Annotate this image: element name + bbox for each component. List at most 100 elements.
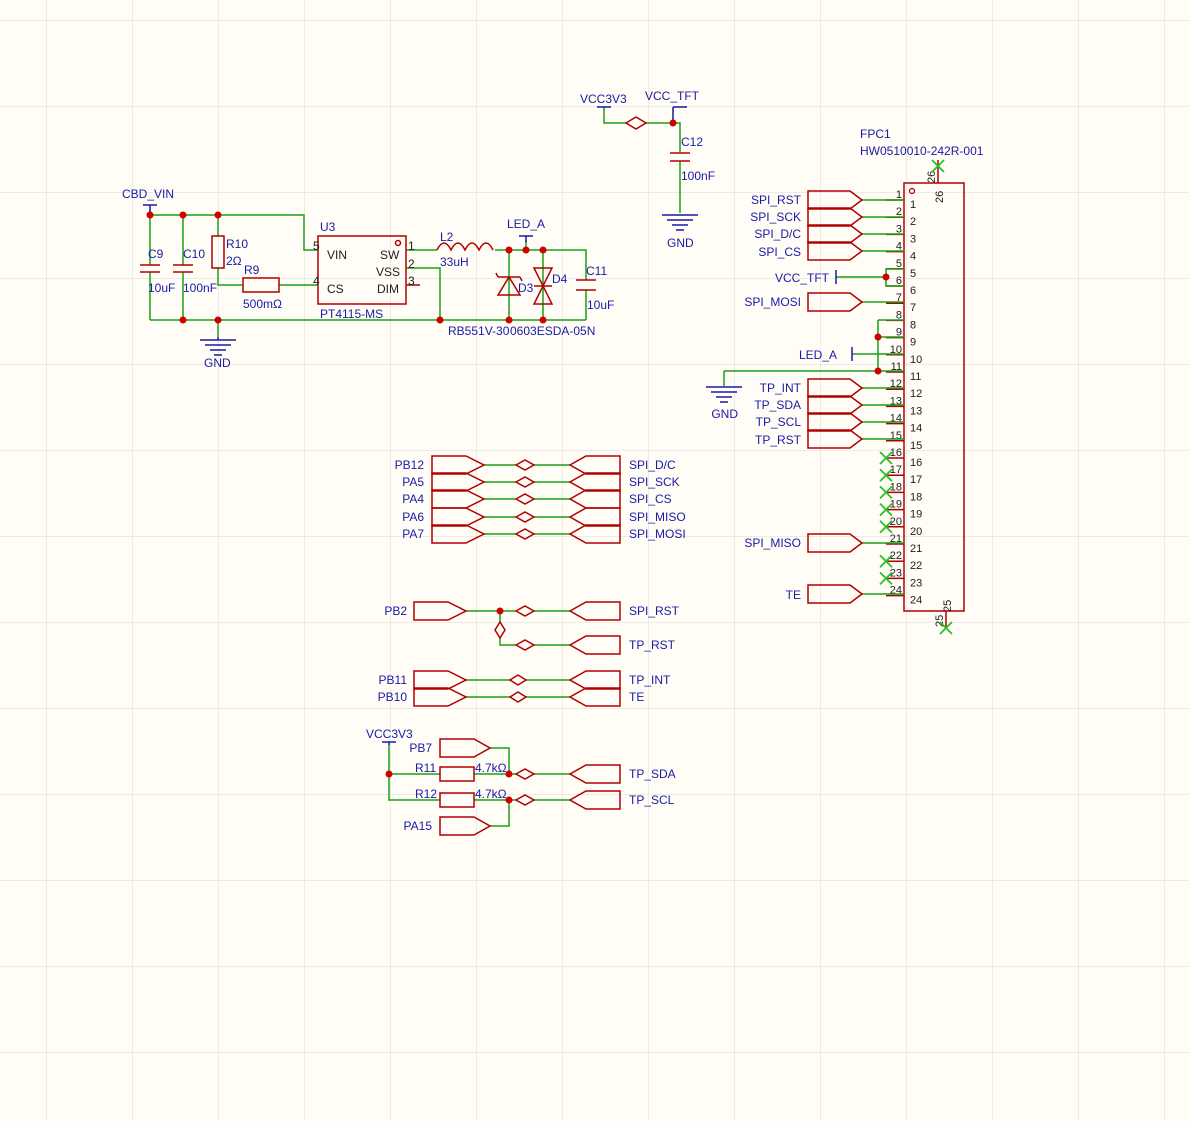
fpc-pin-26-name: 26 xyxy=(934,191,946,203)
c11-value: 10uF xyxy=(587,298,614,312)
fpc-pin-22-num: 22 xyxy=(890,550,902,562)
c9-ref: C9 xyxy=(148,247,164,261)
fpc-pin-16-noconnect-icon xyxy=(879,451,893,465)
int-in2-label: PB10 xyxy=(378,690,408,704)
d4-value: 0603ESDA-05N xyxy=(510,324,595,338)
u3-pin-sw: SW xyxy=(380,248,400,262)
led-driver-section xyxy=(140,204,596,356)
fpc-pin-10-name: 10 xyxy=(910,354,922,366)
d3-value: RB551V-30 xyxy=(448,324,510,338)
c12-value: 100nF xyxy=(681,169,715,183)
mcu-left-1: PA5 xyxy=(402,475,424,489)
fpc-pin-15-name: 15 xyxy=(910,440,922,452)
driver-junctions xyxy=(146,211,547,324)
fpc-pin-19-num: 19 xyxy=(890,499,902,511)
fpc-pin-25-name: 25 xyxy=(942,600,954,612)
fpc-pin-4-name: 4 xyxy=(910,251,916,263)
u3-value: PT4115-MS xyxy=(320,307,383,321)
i2c-out2-label: TP_SCL xyxy=(629,793,675,807)
fpc-pin-5-num: 5 xyxy=(896,258,902,270)
int-out2-label: TE xyxy=(629,690,644,704)
led-a-label-driver: LED_A xyxy=(507,217,545,231)
fpc-net-spi-mosi: SPI_MOSI xyxy=(744,295,801,309)
int-te-mapping xyxy=(413,670,621,707)
u3-pin-vin: VIN xyxy=(327,248,347,262)
fpc-pin-20-name: 20 xyxy=(910,526,922,538)
c12-ref: C12 xyxy=(681,135,703,149)
fpc-pin-8-num: 8 xyxy=(896,309,902,321)
u3-pin-num-3: 3 xyxy=(408,274,415,288)
fpc-pin-20-noconnect-icon xyxy=(879,520,893,534)
fpc-pin-9-name: 9 xyxy=(910,337,916,349)
fpc-pin-1-num: 1 xyxy=(896,189,902,201)
fpc-pin-13-name: 13 xyxy=(910,405,922,417)
fpc-pin-2-num: 2 xyxy=(896,206,902,218)
fpc-pin-18-num: 18 xyxy=(890,481,902,493)
fpc-pin-3-num: 3 xyxy=(896,223,902,235)
u3-pin-labels: VIN CS SW VSS DIM 5 4 1 2 3 xyxy=(313,239,415,296)
mcu-spi-left-labels: PB12 PA5 PA4 PA6 PA7 xyxy=(395,458,425,541)
fpc-net-tp-rst: TP_RST xyxy=(755,433,802,447)
i2c-out1-label: TP_SDA xyxy=(629,767,676,781)
i2c-vcc-label: VCC3V3 xyxy=(366,727,413,741)
mcu-right-4: SPI_MOSI xyxy=(629,527,686,541)
mcu-right-1: SPI_SCK xyxy=(629,475,680,489)
fpc-pin-6-num: 6 xyxy=(896,275,902,287)
driver-parts xyxy=(140,235,596,305)
fpc-pin-26-num: 26 xyxy=(926,171,938,183)
driver-labels: CBD_VIN C9 10uF C10 100nF R10 2Ω R9 500m… xyxy=(122,187,614,370)
fpc-pin-23-num: 23 xyxy=(890,567,902,579)
rst-out2-label: TP_RST xyxy=(629,638,676,652)
mcu-spi-mapping xyxy=(431,455,621,544)
mcu-left-0: PB12 xyxy=(395,458,425,472)
fpc-pin-12-num: 12 xyxy=(890,378,902,390)
fpc-pin-9-num: 9 xyxy=(896,327,902,339)
fpc-pin-23-name: 23 xyxy=(910,577,922,589)
fpc-net-spi-sck: SPI_SCK xyxy=(750,210,801,224)
fpc-pin-18-name: 18 xyxy=(910,491,922,503)
fpc-pin-22-noconnect-icon xyxy=(879,554,893,568)
c10-ref: C10 xyxy=(183,247,205,261)
u3-pin-dim: DIM xyxy=(377,282,399,296)
c9-value: 10uF xyxy=(148,281,175,295)
mcu-right-2: SPI_CS xyxy=(629,492,672,506)
mcu-left-3: PA6 xyxy=(402,510,424,524)
r10-ref: R10 xyxy=(226,237,248,251)
gnd-label-driver: GND xyxy=(204,356,231,370)
fpc-pin-14-name: 14 xyxy=(910,423,922,435)
fpc-net-tp-int: TP_INT xyxy=(760,381,802,395)
fpc-pin-8-name: 8 xyxy=(910,319,916,331)
l2-ref: L2 xyxy=(440,230,454,244)
fpc-pin-6-name: 6 xyxy=(910,285,916,297)
fpc-net-spi-cs: SPI_CS xyxy=(758,245,801,259)
fpc-pin-21-name: 21 xyxy=(910,543,922,555)
fpc-pin-16-name: 16 xyxy=(910,457,922,469)
fpc1-ref: FPC1 xyxy=(860,127,891,141)
int-in1-label: PB11 xyxy=(379,673,408,687)
mcu-left-4: PA7 xyxy=(402,527,424,541)
i2c-in1-label: PB7 xyxy=(409,741,432,755)
fpc-net-vcc-tft: VCC_TFT xyxy=(775,271,830,285)
u3-pin-vss: VSS xyxy=(376,265,400,279)
fpc-pin-3-name: 3 xyxy=(910,233,916,245)
r11-ref: R11 xyxy=(415,761,436,775)
r9-ref: R9 xyxy=(244,263,260,277)
fpc-net-te: TE xyxy=(786,588,801,602)
u3-pin-num-5: 5 xyxy=(313,239,320,253)
d4-ref: D4 xyxy=(552,272,568,286)
vcc-tft-label-top: VCC_TFT xyxy=(645,89,700,103)
mcu-spi-right-labels: SPI_D/C SPI_SCK SPI_CS SPI_MISO SPI_MOSI xyxy=(629,458,686,541)
fpc-connector: FPC1 HW0510010-242R-001 26 26 25 25 1122… xyxy=(860,127,984,635)
fpc-pin-18-noconnect-icon xyxy=(879,485,893,500)
gnd-label-c12: GND xyxy=(667,236,694,250)
i2c-in2-label: PA15 xyxy=(404,819,433,833)
fpc-pin-23-noconnect-icon xyxy=(879,571,893,586)
fpc-pin-24-name: 24 xyxy=(910,595,922,607)
fpc-net-spi-miso: SPI_MISO xyxy=(744,536,801,550)
fpc-pin-17-num: 17 xyxy=(890,464,902,476)
r11-value: 4.7kΩ xyxy=(475,761,507,775)
vcc3v3-label-top: VCC3V3 xyxy=(580,92,627,106)
